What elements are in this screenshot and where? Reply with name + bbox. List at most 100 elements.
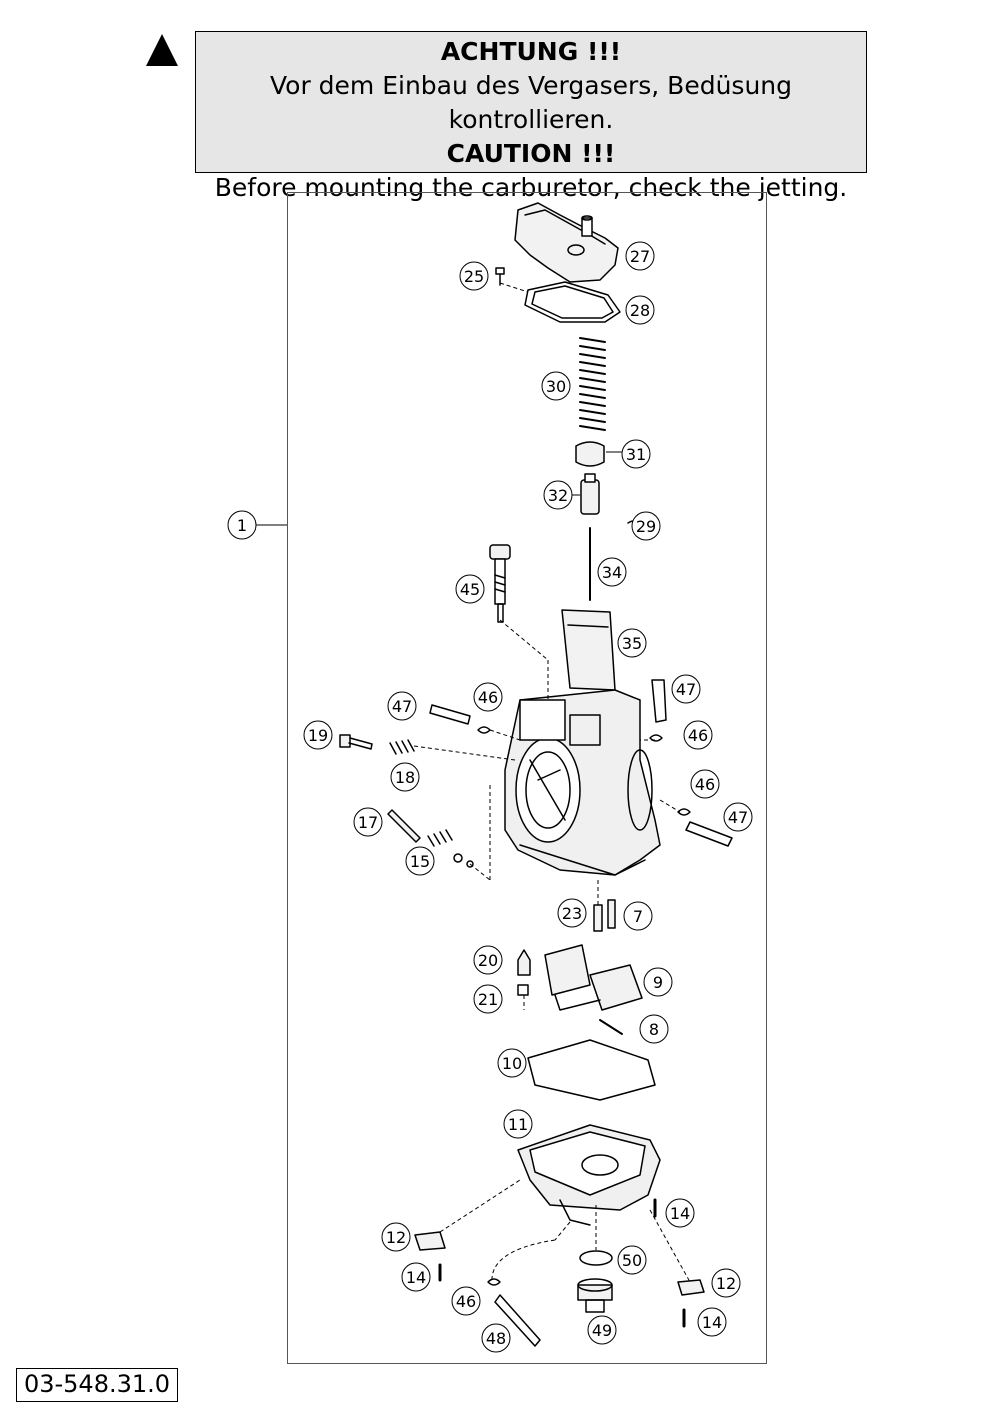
part-tube-47c [685,821,733,847]
part-tube-47b [651,679,667,723]
svg-text:49: 49 [592,1321,612,1340]
caution-text-en: Before mounting the carburetor, check th… [214,173,848,202]
svg-text:21: 21 [478,990,498,1009]
part-jet-23 [593,904,603,932]
part-hose-48 [494,1294,541,1347]
part-gasket-10 [527,1039,656,1101]
callout-46-right-top: 46 [683,720,713,750]
svg-text:46: 46 [456,1292,476,1311]
callout-29: 29 [631,511,661,541]
callout-21: 21 [473,984,503,1014]
svg-text:46: 46 [478,688,498,707]
warning-triangle-icon [146,34,178,66]
callout-17: 17 [353,807,383,837]
caution-title-en: CAUTION !!! [446,139,616,168]
part-float-bowl-11 [517,1124,661,1226]
part-spring-30 [579,337,606,431]
part-holder-32 [580,473,600,515]
svg-text:30: 30 [546,377,566,396]
svg-text:28: 28 [630,301,650,320]
svg-text:25: 25 [464,267,484,286]
svg-text:14: 14 [670,1204,690,1223]
svg-text:1: 1 [237,516,247,535]
callout-47-right: 47 [723,802,753,832]
callout-14-bottom: 14 [697,1307,727,1337]
callout-50: 50 [617,1245,647,1275]
callout-46-left: 46 [473,682,503,712]
part-spring-18 [389,739,415,755]
svg-text:9: 9 [653,973,663,992]
svg-text:32: 32 [548,486,568,505]
part-top-cover [514,202,619,283]
callout-35: 35 [617,628,647,658]
callout-48: 48 [481,1323,511,1353]
callout-7: 7 [623,901,653,931]
svg-text:15: 15 [410,852,430,871]
part-float-9 [544,944,643,1011]
svg-text:17: 17 [358,813,378,832]
callout-31: 31 [621,439,651,469]
callout-27: 27 [625,241,655,271]
caution-text-de: Vor dem Einbau des Vergasers, Bedüsung k… [269,71,793,134]
svg-text:18: 18 [395,768,415,787]
callout-46-bottom: 46 [451,1286,481,1316]
svg-text:11: 11 [508,1115,528,1134]
callout-45: 45 [455,574,485,604]
svg-text:48: 48 [486,1329,506,1348]
part-clip-21 [517,984,529,996]
callout-28: 28 [625,295,655,325]
callout-9: 9 [643,967,673,997]
callout-25: 25 [459,261,489,291]
part-adjust-screw-45 [489,544,511,623]
part-oring-50 [579,1250,613,1266]
callout-12-right: 12 [711,1268,741,1298]
part-carburetor-body [504,689,661,876]
callout-10: 10 [497,1048,527,1078]
callout-30: 30 [541,371,571,401]
part-screw-19 [339,734,373,750]
callout-32: 32 [543,480,573,510]
part-jet-7 [607,899,616,929]
caution-title-de: ACHTUNG !!! [440,37,622,66]
svg-text:35: 35 [622,634,642,653]
callout-47-left: 47 [387,691,417,721]
callout-49: 49 [587,1315,617,1345]
callout-19: 19 [303,720,333,750]
part-screw-17 [387,809,421,843]
assembly-lines [413,282,691,1283]
svg-text:45: 45 [460,580,480,599]
part-clamp-46a [477,726,491,734]
callout-8: 8 [639,1014,669,1044]
part-tube-47a [429,704,471,725]
svg-text:14: 14 [702,1313,722,1332]
part-cap-31 [575,441,605,467]
callout-11: 11 [503,1109,533,1139]
callout-20: 20 [473,945,503,975]
callout-14-left: 14 [401,1262,431,1292]
svg-text:12: 12 [716,1274,736,1293]
part-slide-35 [561,609,616,691]
svg-text:20: 20 [478,951,498,970]
callout-23: 23 [557,898,587,928]
callout-12-left: 12 [381,1222,411,1252]
callout-15: 15 [405,846,435,876]
callout-47-right-top: 47 [671,674,701,704]
exploded-view-frame [287,192,767,1364]
svg-text:46: 46 [688,726,708,745]
callout-14-right: 14 [665,1198,695,1228]
part-pin-8 [599,1019,623,1035]
svg-text:7: 7 [633,907,643,926]
part-spring-15 [427,829,453,847]
callout-34: 34 [597,557,627,587]
svg-text:46: 46 [695,775,715,794]
part-screw-25 [495,267,505,286]
svg-text:14: 14 [406,1268,426,1287]
svg-text:8: 8 [649,1020,659,1039]
callout-46-right: 46 [690,769,720,799]
part-needle-valve-20 [517,949,531,976]
svg-text:27: 27 [630,247,650,266]
svg-text:19: 19 [308,726,328,745]
callout-1: 1 [227,510,257,540]
callout-18: 18 [390,762,420,792]
